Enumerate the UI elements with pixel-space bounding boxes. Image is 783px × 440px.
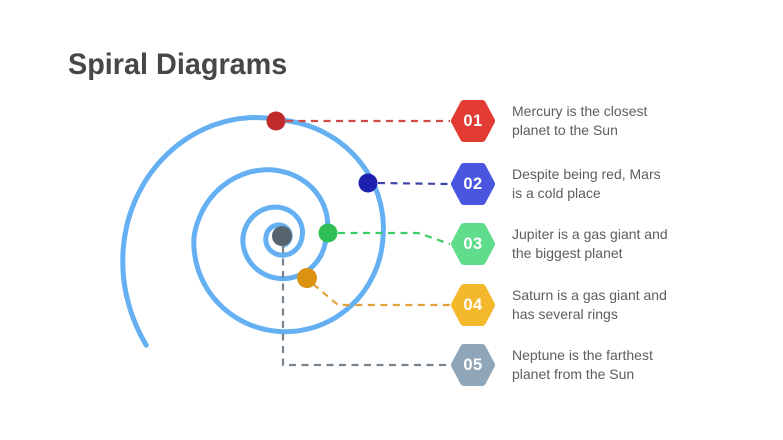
step-number: 05 — [463, 355, 483, 374]
list-item: 04 Saturn is a gas giant and has several… — [450, 283, 712, 327]
step-number: 02 — [463, 174, 483, 193]
connector-line — [377, 181, 451, 186]
list-item: 02 Despite being red, Mars is a cold pla… — [450, 162, 712, 206]
step-hexagon-badge: 04 — [450, 283, 496, 327]
page-title: Spiral Diagrams — [68, 48, 288, 81]
hexagon-icon — [451, 344, 495, 386]
list-item: 03 Jupiter is a gas giant and the bigges… — [450, 222, 712, 266]
step-description: Despite being red, Mars is a cold place — [512, 166, 661, 201]
step-number: 04 — [463, 295, 483, 314]
step-hexagon-badge: 01 — [450, 99, 496, 143]
connector-line — [338, 231, 451, 246]
connector-line — [281, 246, 450, 367]
step-hexagon-badge: 02 — [450, 162, 496, 206]
hexagon-icon — [451, 284, 495, 326]
step-hexagon-badge: 05 — [450, 343, 496, 387]
step-number: 01 — [463, 111, 483, 130]
connector-lines — [281, 119, 451, 367]
list-item: 05 Neptune is the farthest planet from t… — [450, 343, 712, 387]
step-number: 03 — [463, 234, 483, 253]
hexagon-icon — [451, 163, 495, 205]
connector-line — [312, 283, 450, 307]
planet-dot — [358, 173, 378, 193]
step-description: Neptune is the farthest planet from the … — [512, 347, 653, 382]
step-hexagon-badge: 03 — [450, 222, 496, 266]
planet-dot — [272, 226, 292, 246]
planet-dot — [266, 111, 286, 131]
list-item: 01 Mercury is the closest planet to the … — [450, 99, 712, 143]
planet-dots — [266, 111, 378, 288]
spiral-curve — [120, 114, 386, 348]
step-description: Jupiter is a gas giant and the biggest p… — [512, 226, 668, 261]
planet-dot — [297, 268, 317, 288]
step-description: Mercury is the closest planet to the Sun — [512, 103, 648, 138]
step-description: Saturn is a gas giant and has several ri… — [512, 287, 667, 322]
planet-dot — [318, 223, 338, 243]
hexagon-icon — [451, 223, 495, 265]
hexagon-icon — [451, 100, 495, 142]
